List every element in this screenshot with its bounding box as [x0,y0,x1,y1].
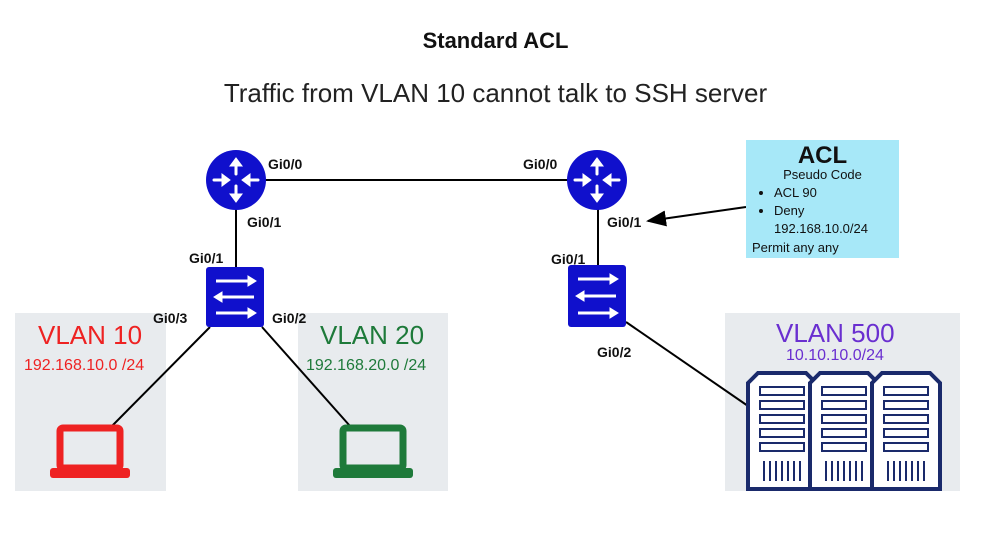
vlan10-label: VLAN 10 [38,320,143,350]
port-label-sw1-gi02: Gi0/2 [272,310,307,326]
router-icon [206,150,266,210]
vlan20-label: VLAN 20 [320,320,425,350]
vlan10-network: 192.168.10.0 /24 [24,357,145,374]
acl-rule: Deny [774,202,868,220]
port-label-sw2-gi01: Gi0/1 [551,251,586,267]
acl-title: ACL [797,142,848,169]
acl-permit: Permit any any [752,240,839,255]
server-icon [870,371,942,491]
link-sw1-laptop-green [261,326,351,427]
port-label-r2-gi00: Gi0/0 [523,156,558,172]
port-label-sw2-gi02: Gi0/2 [597,344,632,360]
acl-arrow [646,206,747,227]
port-label-r2-gi01: Gi0/1 [607,214,642,230]
port-label-sw1-gi01: Gi0/1 [189,250,224,266]
acl-rule: ACL 90 [774,184,868,202]
vlan20-zone [298,313,448,491]
vlan500-network: 10.10.10.0/24 [786,347,884,364]
port-label-r1-gi00: Gi0/0 [268,156,303,172]
vlan20-network: 192.168.20.0 /24 [306,357,427,374]
port-label-r1-gi01: Gi0/1 [247,214,282,230]
acl-rule: 192.168.10.0/24 [774,221,868,236]
link-sw2-server [625,321,749,407]
page-subtitle: Traffic from VLAN 10 cannot talk to SSH … [223,78,768,108]
server-icon [746,371,818,491]
laptop-icon [333,424,413,478]
laptop-icon [50,424,130,478]
link-sw1-laptop-red [109,326,211,429]
acl-box: ACL Pseudo Code ACL 90 Deny 192.168.10.0… [746,140,899,258]
acl-rule-list: ACL 90 Deny 192.168.10.0/24 [760,184,868,238]
vlan10-zone [15,313,166,491]
port-label-sw1-gi03: Gi0/3 [153,310,188,326]
vlan500-label: VLAN 500 [776,318,895,348]
acl-subtitle: Pseudo Code [783,167,862,182]
router-icon [567,150,627,210]
server-icon [808,371,880,491]
switch-icon [568,265,626,327]
page-title: Standard ACL [422,28,569,53]
switch-icon [206,267,264,327]
